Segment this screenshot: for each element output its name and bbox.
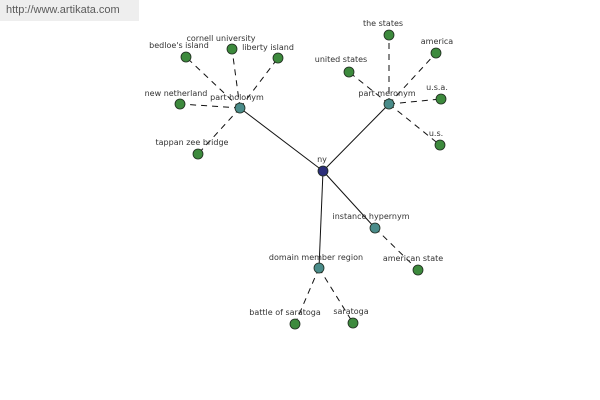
relation-node-part-meronym[interactable]	[383, 98, 395, 110]
edge-instance-hypernym-american-state	[374, 227, 419, 271]
edge-part-meronym-united-states	[348, 71, 390, 105]
relation-node-instance-hypernym[interactable]	[369, 222, 381, 234]
leaf-node-us[interactable]	[434, 139, 446, 151]
leaf-node-united-states[interactable]	[343, 66, 355, 78]
graph-labels: ny part holonym part meronym instance hyper…	[145, 19, 454, 317]
node-label-ny[interactable]: ny	[317, 155, 327, 164]
relation-node-domain-member-region[interactable]	[313, 262, 325, 274]
leaf-node-liberty-island[interactable]	[272, 52, 284, 64]
node-label-american-state[interactable]: american state	[383, 254, 443, 263]
leaf-node-america[interactable]	[430, 47, 442, 59]
leaf-node-the-states[interactable]	[383, 29, 395, 41]
leaf-node-cornell-university[interactable]	[226, 43, 238, 55]
edge-part-meronym-us	[388, 103, 441, 146]
node-label-united-states[interactable]: united states	[315, 55, 367, 64]
leaf-node-american-state[interactable]	[412, 264, 424, 276]
leaf-node-tappan-zee-bridge[interactable]	[192, 148, 204, 160]
node-label-cornell-university[interactable]: cornell university	[187, 34, 256, 43]
root-node-ny[interactable]	[317, 165, 329, 177]
edge-part-holonym-tappan-zee-bridge	[197, 107, 241, 155]
node-label-saratoga[interactable]: saratoga	[333, 307, 368, 316]
leaf-node-bedloes-island[interactable]	[180, 51, 192, 63]
node-label-usa[interactable]: u.s.a.	[426, 83, 448, 92]
edge-ny-instance-hypernym	[322, 170, 376, 229]
graph-nodes	[174, 29, 447, 330]
node-label-bedloes-island[interactable]: bedloe's island	[149, 41, 209, 50]
edge-ny-part-meronym	[322, 103, 390, 172]
site-url-banner[interactable]: http://www.artikata.com	[0, 0, 139, 21]
node-label-part-meronym[interactable]: part meronym	[358, 89, 415, 98]
node-label-instance-hypernym[interactable]: instance hypernym	[333, 212, 410, 221]
edge-part-holonym-cornell-university	[231, 48, 241, 109]
leaf-node-usa[interactable]	[435, 93, 447, 105]
node-label-the-states[interactable]: the states	[363, 19, 403, 28]
leaf-node-battle-of-saratoga[interactable]	[289, 318, 301, 330]
edge-part-meronym-usa	[388, 98, 442, 105]
edge-part-meronym-america	[388, 52, 437, 105]
edge-ny-part-holonym	[239, 107, 324, 172]
site-url-text[interactable]: http://www.artikata.com	[6, 4, 120, 16]
graph-edges	[179, 35, 442, 325]
node-label-tappan-zee-bridge[interactable]: tappan zee bridge	[156, 138, 229, 147]
node-label-part-holonym[interactable]: part holonym	[210, 93, 264, 102]
node-label-liberty-island[interactable]: liberty island	[242, 43, 294, 52]
edge-part-holonym-bedloes-island	[185, 56, 241, 109]
leaf-node-saratoga[interactable]	[347, 317, 359, 329]
leaf-node-new-netherland[interactable]	[174, 98, 186, 110]
node-label-america[interactable]: america	[421, 37, 454, 46]
relation-node-part-holonym[interactable]	[234, 102, 246, 114]
edge-ny-domain-member-region	[318, 170, 324, 269]
edge-part-holonym-new-netherland	[179, 103, 241, 109]
node-label-new-netherland[interactable]: new netherland	[145, 89, 208, 98]
node-label-us[interactable]: u.s.	[429, 129, 443, 138]
node-label-domain-member-region[interactable]: domain member region	[269, 253, 363, 262]
node-label-battle-of-saratoga[interactable]: battle of saratoga	[249, 308, 321, 317]
